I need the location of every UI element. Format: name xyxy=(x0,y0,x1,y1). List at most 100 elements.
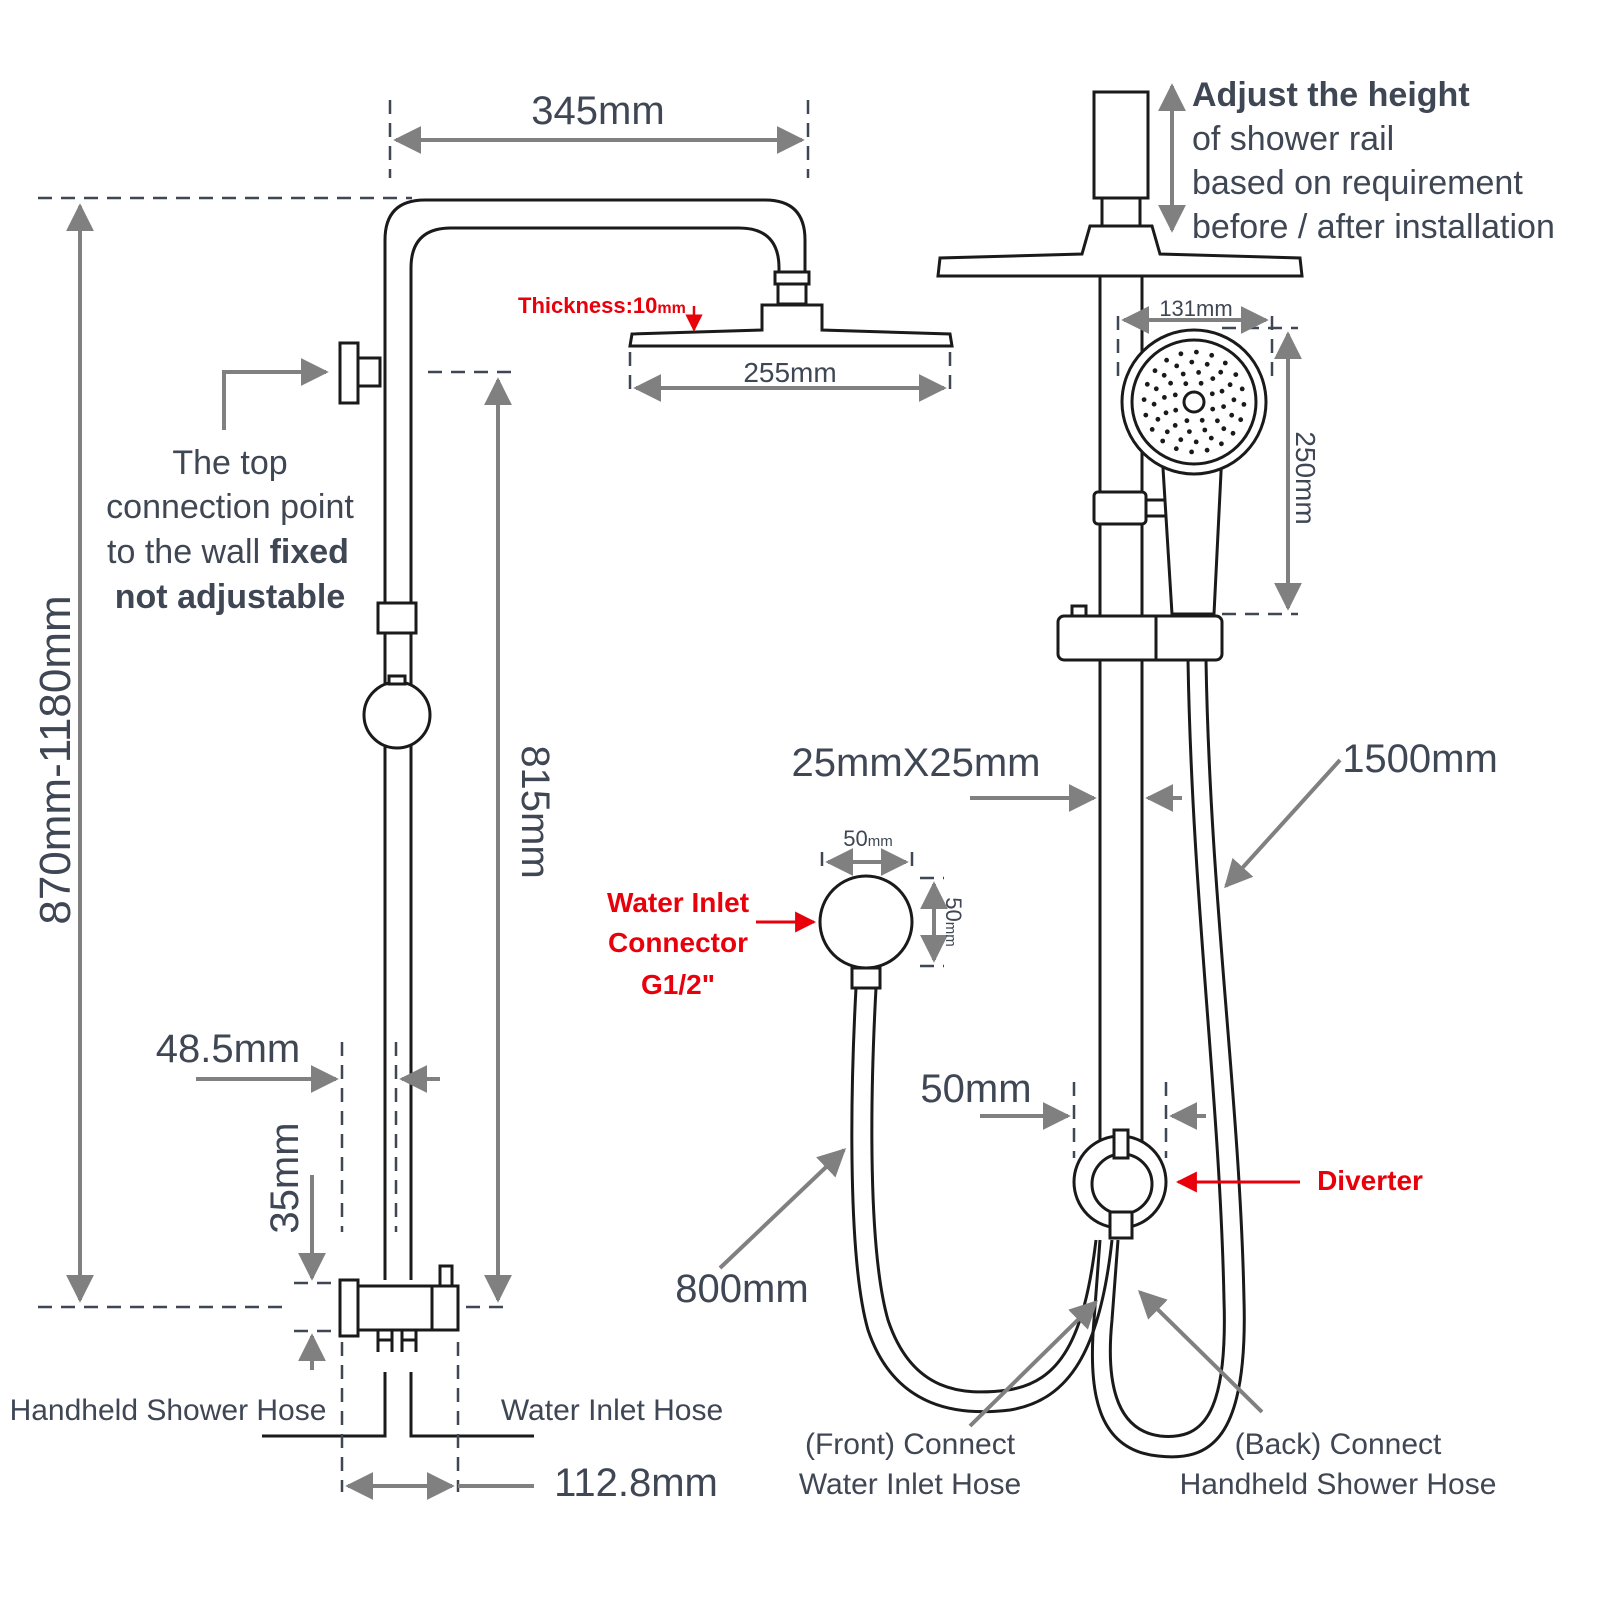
arm-connector xyxy=(776,282,808,306)
arrow-800 xyxy=(718,1148,847,1270)
dim-345: 345mm xyxy=(531,89,664,133)
diverter-label: Diverter xyxy=(1317,1165,1423,1196)
inlet-label-line1: Water Inlet xyxy=(607,887,749,918)
nozzle-dot xyxy=(1183,381,1189,387)
wall-bracket-plate xyxy=(338,341,360,405)
inlet-label-line2: Connector xyxy=(608,927,748,958)
slider-holder-knob xyxy=(387,674,407,686)
nozzle-dot xyxy=(1238,417,1244,423)
diverter-outlet xyxy=(1108,1210,1134,1240)
nozzle-dot xyxy=(1218,369,1224,375)
valve-body xyxy=(356,1284,460,1332)
nozzle-dot xyxy=(1193,439,1199,445)
short-hose-outer xyxy=(850,987,1114,1414)
nozzle-dot xyxy=(1221,404,1226,409)
control-bar-knob xyxy=(1070,604,1088,618)
front-connect-line1: (Front) Connect xyxy=(805,1428,1016,1461)
nozzle-dot xyxy=(1178,351,1184,357)
nozzle-dot xyxy=(1155,416,1161,422)
inlet-connector-nut xyxy=(850,966,882,990)
valve-outlet-right xyxy=(400,1330,418,1352)
rail-top-block xyxy=(1092,90,1150,200)
nozzle-dot xyxy=(1143,412,1149,418)
nozzle-dot xyxy=(1215,418,1220,424)
dim-815: 815mm xyxy=(513,745,557,878)
dim-131: 131mm xyxy=(1159,296,1232,321)
valve-outlet-left xyxy=(376,1330,394,1352)
nozzle-dot xyxy=(1219,388,1225,394)
nozzle-dot xyxy=(1227,382,1233,388)
nozzle-dot xyxy=(1163,410,1169,416)
nozzle-dot xyxy=(1180,371,1186,377)
long-hose-outer xyxy=(1108,659,1226,1438)
rain-head-right xyxy=(936,224,1304,278)
wall-bracket-arm xyxy=(356,356,382,388)
nozzle-dot xyxy=(1231,397,1237,403)
dim-870-1180: 870mm-1180mm xyxy=(31,595,80,924)
back-connect-line1: (Back) Connect xyxy=(1235,1428,1442,1461)
rail-top-neck xyxy=(1100,196,1142,228)
nozzle-dot xyxy=(1184,418,1190,424)
nozzle-dot xyxy=(1210,406,1216,412)
nozzle-dot xyxy=(1221,426,1227,432)
nozzle-dot xyxy=(1239,386,1245,392)
nozzle-dot xyxy=(1153,386,1159,392)
wall-note-line3: to the wall fixed xyxy=(107,533,349,571)
nozzle-dot xyxy=(1162,395,1167,400)
nozzle-dot xyxy=(1210,376,1216,381)
nozzle-dot xyxy=(1209,352,1215,358)
nozzle-dot xyxy=(1144,381,1150,387)
nozzle-dot xyxy=(1187,429,1192,434)
nozzle-dot xyxy=(1204,361,1210,367)
long-hose-inner xyxy=(1090,659,1246,1459)
diverter-inner xyxy=(1090,1152,1154,1216)
dim-50-height: 50mm xyxy=(941,897,966,946)
adjust-title: Adjust the height xyxy=(1192,76,1470,114)
left-shower-drawing: 345mm 870mm-1180mm 815mm Thickness:10mm … xyxy=(10,89,954,1505)
dim-1500: 1500mm xyxy=(1342,737,1498,781)
thickness-label: Thickness:10mm xyxy=(518,293,686,318)
arrow-wall-point xyxy=(222,358,329,430)
label-inlet-hose: Water Inlet Hose xyxy=(501,1394,723,1427)
nozzle-dot xyxy=(1189,359,1195,365)
nozzle-dot xyxy=(1199,417,1205,423)
nozzle-dot xyxy=(1189,449,1194,455)
dim-800: 800mm xyxy=(675,1267,808,1311)
riser-pipe-outer xyxy=(383,198,807,1280)
hose-line-left xyxy=(262,1372,387,1438)
short-hose-inner xyxy=(870,987,1098,1394)
adjust-line3: before / after installation xyxy=(1192,208,1555,246)
nozzle-dot xyxy=(1233,372,1239,377)
nozzle-dot xyxy=(1208,435,1214,441)
nozzle-dot xyxy=(1222,360,1228,366)
nozzle-dot xyxy=(1151,401,1157,407)
rail-collar xyxy=(376,601,418,635)
nozzle-dot xyxy=(1202,427,1208,433)
wall-note-line2: connection point xyxy=(106,488,354,526)
wall-note-line4: not adjustable xyxy=(115,578,345,616)
handheld-handle xyxy=(1160,450,1224,616)
nozzle-dot xyxy=(1168,380,1173,386)
wall-note-line1: The top xyxy=(172,444,287,482)
nozzle-dot xyxy=(1172,392,1178,398)
nozzle-dot xyxy=(1198,380,1204,386)
nozzle-dot xyxy=(1164,357,1169,363)
arm-connector-ring xyxy=(773,270,811,286)
inlet-connector xyxy=(818,874,914,970)
arrow-front-connect xyxy=(968,1300,1098,1428)
nozzle-dot xyxy=(1160,438,1166,444)
dim-48-5: 48.5mm xyxy=(156,1027,301,1071)
slider-bracket xyxy=(1092,490,1148,526)
handheld-nozzle-pattern xyxy=(1141,349,1247,455)
nozzle-dot xyxy=(1141,397,1147,402)
nozzle-dot xyxy=(1219,441,1224,447)
label-handheld-hose: Handheld Shower Hose xyxy=(10,1394,327,1427)
nozzle-dot xyxy=(1194,349,1199,355)
arrow-1500 xyxy=(1224,758,1342,889)
dim-112-8: 112.8mm xyxy=(554,1461,718,1505)
nozzle-dot xyxy=(1209,391,1215,397)
nozzle-dot xyxy=(1241,402,1247,407)
rain-head-left xyxy=(628,303,954,348)
valve-knob xyxy=(438,1264,454,1288)
